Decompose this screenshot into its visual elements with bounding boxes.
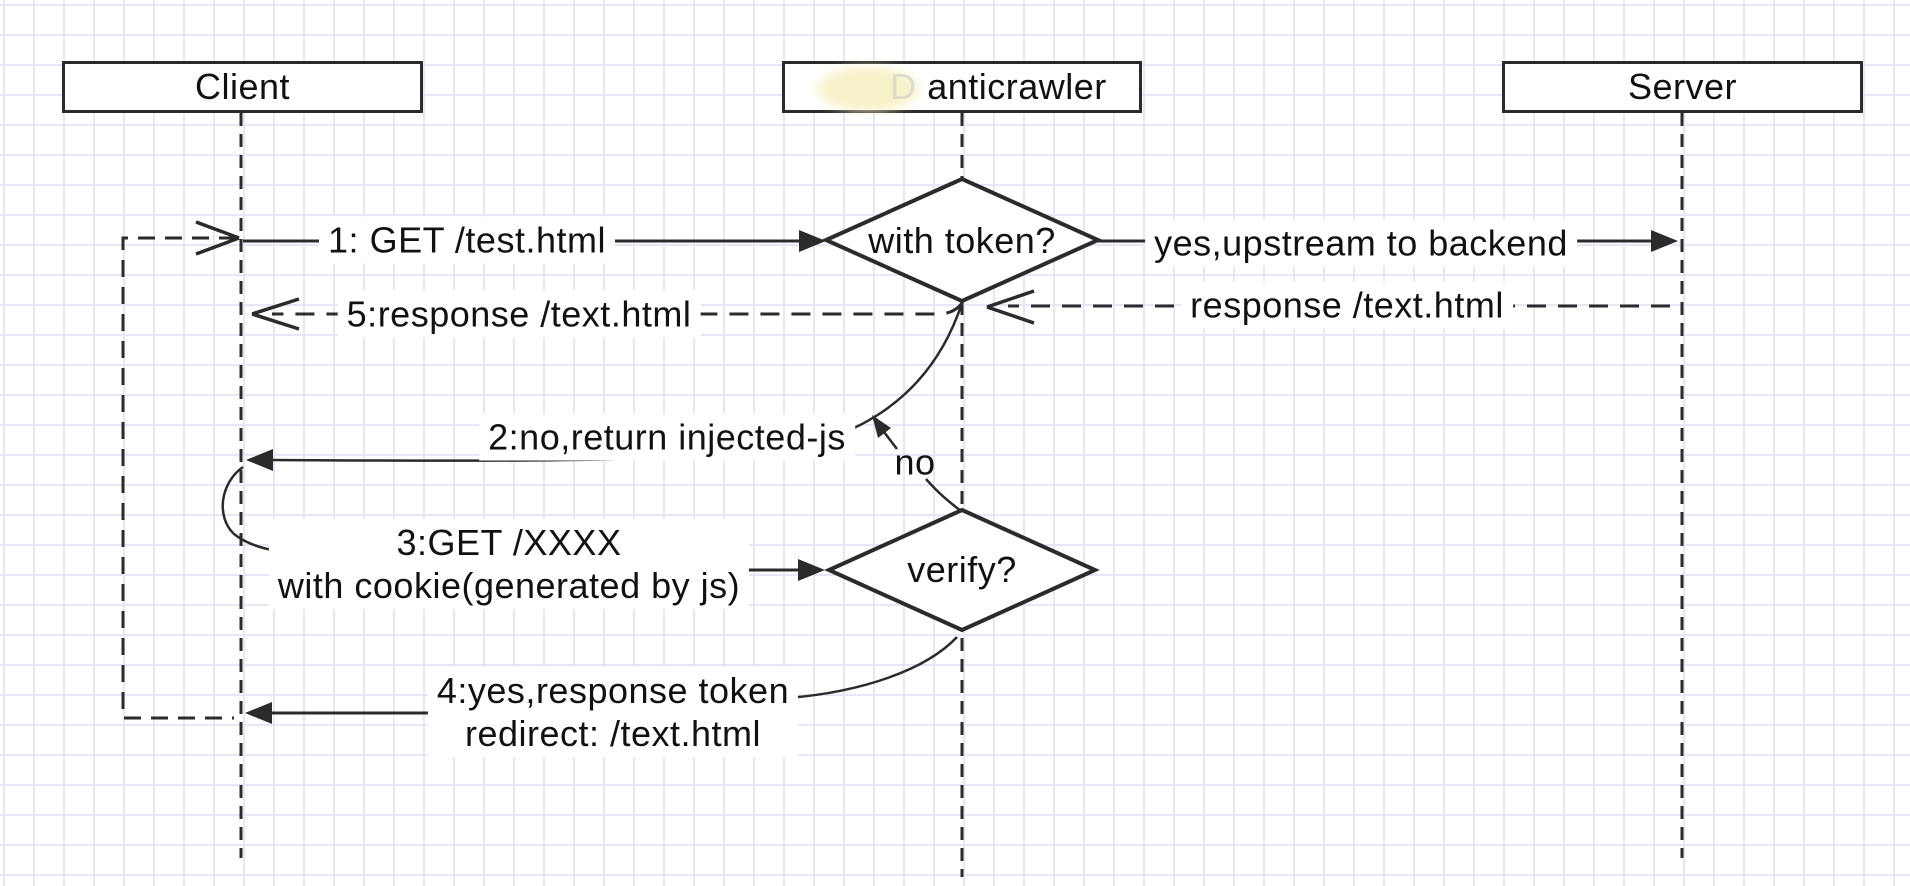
actor-label-anticrawler: anticrawler [927, 66, 1107, 107]
msg3-label: 3:GET /XXXX with cookie(generated by js) [268, 519, 750, 609]
no-annotation-line [883, 431, 898, 450]
redirect-loop-open-arrowhead [195, 220, 240, 256]
actor-box-client: Client [62, 61, 423, 113]
msg4-label-line2: redirect: /text.html [464, 713, 762, 754]
actor-box-server: Server [1502, 61, 1863, 113]
msg1-label: 1: GET /test.html [319, 216, 615, 264]
msg5-open-arrowhead [251, 297, 300, 331]
msg4-arrowhead [245, 702, 272, 724]
server-response-open-arrowhead [986, 289, 1035, 325]
no-annotation-arrowhead [872, 415, 891, 438]
msg1-arrowhead [799, 230, 826, 252]
msg4-curve [787, 636, 958, 700]
actor-box-anticrawler: D anticrawler [782, 61, 1142, 113]
msg3-arrowhead [798, 559, 825, 581]
decision-label-verify: verify? [907, 549, 1017, 590]
msg5-label: 5:response /text.html [337, 290, 701, 338]
with-token-diamond [821, 176, 1103, 304]
redirect-loop-dashed-path [121, 236, 236, 720]
yes-upstream-arrowhead [1651, 230, 1678, 252]
actor-label-server: Server [1627, 66, 1738, 107]
ghost-glyph: D [890, 66, 916, 107]
yes-upstream-label: yes,upstream to backend [1145, 219, 1577, 267]
decision-label-with-token: with token? [868, 220, 1056, 261]
no-branch-label: no [894, 441, 936, 483]
actor-label-client: Client [194, 66, 291, 107]
client-hook-curve [221, 465, 273, 552]
msg3-label-line2: with cookie(generated by js) [277, 565, 741, 606]
msg4-label-line1: 4:yes,response token [436, 670, 790, 711]
msg4-label: 4:yes,response token redirect: /text.htm… [427, 667, 799, 757]
verify-diamond [824, 507, 1100, 633]
msg2-arrowhead [246, 449, 273, 471]
msg3-label-line1: 3:GET /XXXX [396, 522, 622, 563]
yellow-highlight-blob [818, 67, 918, 111]
server-response-label: response /text.html [1181, 281, 1513, 329]
msg2-label: 2:no,return injected-js [479, 413, 855, 461]
no-to-verify-curve [925, 478, 962, 512]
